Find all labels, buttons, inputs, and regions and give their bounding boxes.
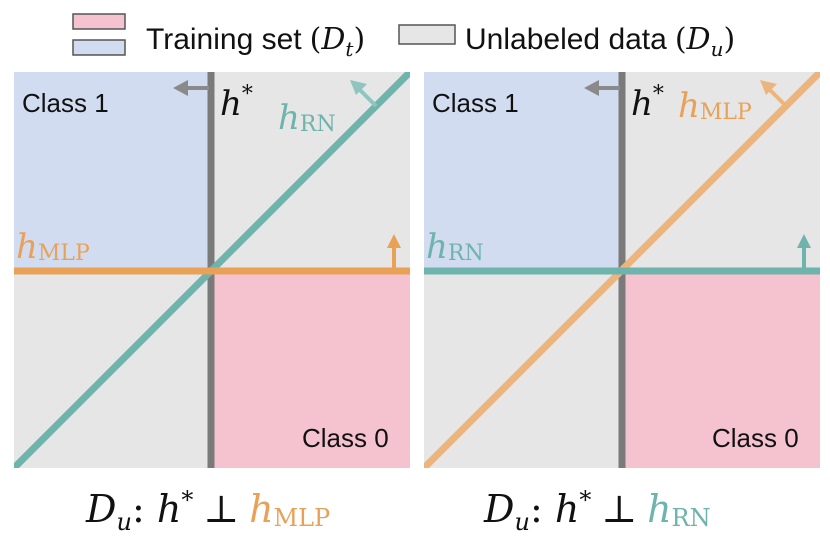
- legend-swatch-gray: [398, 24, 456, 45]
- h-rn-arrow: [797, 234, 811, 269]
- legend: Training set(Dt) Unlabeled data(Du): [72, 13, 735, 61]
- h-star-arrow: [584, 80, 620, 96]
- class0-region: [622, 271, 820, 468]
- panel-right: Class 1 Class 0 h* hMLP hRN: [424, 72, 820, 468]
- h-rn-arrow: [350, 80, 378, 108]
- h-star-label: h*: [631, 82, 664, 124]
- legend-unlabeled-sym: D: [686, 22, 711, 57]
- svg-text:Training set(Dt): Training set(Dt): [146, 22, 365, 61]
- class0-label: Class 0: [712, 423, 799, 453]
- h-mlp-arrow: [387, 234, 401, 269]
- class0-label: Class 0: [302, 423, 389, 453]
- legend-training-label: Training set: [146, 23, 302, 56]
- class1-label: Class 1: [22, 88, 109, 118]
- class1-region: [14, 72, 211, 271]
- caption-left: Du: h*⊥hMLP: [85, 486, 330, 536]
- class0-region: [211, 271, 410, 468]
- svg-text:Unlabeled data(Du): Unlabeled data(Du): [465, 22, 735, 61]
- h-star-arrow: [173, 80, 209, 96]
- h-mlp-label: hMLP: [678, 86, 752, 126]
- legend-swatch-pink: [72, 13, 126, 30]
- panel-left: Class 1 Class 0 h* hRN hMLP: [14, 72, 410, 468]
- legend-swatch-blue: [72, 39, 126, 56]
- class1-region: [424, 72, 622, 271]
- h-mlp-arrow: [760, 80, 788, 108]
- caption-right: Du: h*⊥hRN: [483, 486, 711, 536]
- h-mlp-label: hMLP: [16, 227, 90, 267]
- h-star-label: h*: [220, 82, 253, 124]
- legend-unlabeled-label: Unlabeled data: [465, 23, 667, 56]
- class1-label: Class 1: [432, 88, 519, 118]
- h-rn-label: hRN: [278, 98, 336, 138]
- legend-training-sym: D: [320, 22, 345, 57]
- h-rn-label: hRN: [426, 227, 484, 267]
